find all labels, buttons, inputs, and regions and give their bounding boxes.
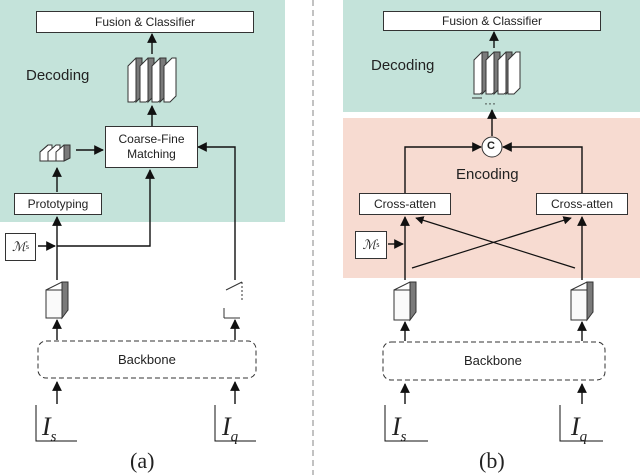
arrow-query-to-crossatten-left-b [415,216,576,269]
decoder-maps-b [472,51,521,99]
arrow-query-to-matching-a [197,142,236,280]
backbone-box-b [382,341,606,381]
matching-label-line2-a: Matching [127,147,176,161]
coarse-fine-matching-box-a: Coarse-Fine Matching [105,126,198,168]
decoding-region-a [0,0,285,222]
decoding-label-a: Decoding [26,67,90,84]
mask-subscript-b: s [376,240,380,249]
prototyping-label-a: Prototyping [27,196,89,211]
query-image-symbol-a: I [222,412,231,441]
support-image-symbol-b: I [392,412,401,441]
decoding-label-b: Decoding [371,57,435,74]
input-is-frame-b [384,405,428,442]
decoder-maps-a [127,57,177,104]
cross-atten-right-box-b: Cross-atten [536,193,628,215]
backbone-label-b: Backbone [464,353,522,368]
query-image-label-a: Iq [222,412,238,446]
fusion-classifier-box-b: Fusion & Classifier [383,11,601,31]
support-feature-block-a [45,281,69,320]
fusion-classifier-box-a: Fusion & Classifier [36,11,254,33]
concat-node-b [481,136,503,158]
query-image-sub-a: q [230,429,239,446]
arrow-support-to-crossatten-right-b [411,216,572,269]
input-is-frame-a [35,405,77,442]
prototyping-box-a: Prototyping [14,193,102,215]
mask-symbol-a: ℳ [11,238,26,254]
support-image-label-b: Is [392,412,407,446]
fusion-classifier-label-b: Fusion & Classifier [441,13,543,28]
backbone-box-a [37,340,257,379]
query-image-label-b: Iq [571,412,587,446]
mask-symbol-b: ℳ [362,236,377,252]
mask-subscript-a: s [25,242,30,251]
prototype-blocks-a [39,144,71,162]
fusion-classifier-label-a: Fusion & Classifier [94,14,196,29]
encoding-label-b: Encoding [456,166,519,183]
caption-b: (b) [479,448,505,473]
arrow-crossatten-right-to-concat-b [502,142,583,193]
support-image-sub-a: s [50,429,57,446]
cross-atten-left-label-b: Cross-atten [373,196,437,211]
caption-a: (a) [130,448,155,473]
input-iq-frame-a [214,405,256,442]
query-image-symbol-b: I [571,412,580,441]
arrow-crossatten-left-to-concat-b [404,142,482,193]
query-feature-block-b [570,281,594,322]
cross-atten-left-box-b: Cross-atten [359,193,451,215]
query-feature-block-a [223,281,243,319]
support-image-symbol-a: I [42,412,51,441]
backbone-label-a: Backbone [118,352,176,367]
support-feature-block-b [393,281,417,322]
query-image-sub-b: q [579,429,588,446]
arrow-support-to-matching-a [57,169,155,247]
support-image-sub-b: s [400,429,407,446]
matching-label-line1-a: Coarse-Fine [118,132,185,146]
cross-atten-right-label-b: Cross-atten [550,196,614,211]
input-iq-frame-b [559,405,603,442]
ellipsis-label-b: ··· [484,96,496,110]
concat-label-b: C [487,140,495,152]
support-image-label-a: Is [42,412,57,446]
